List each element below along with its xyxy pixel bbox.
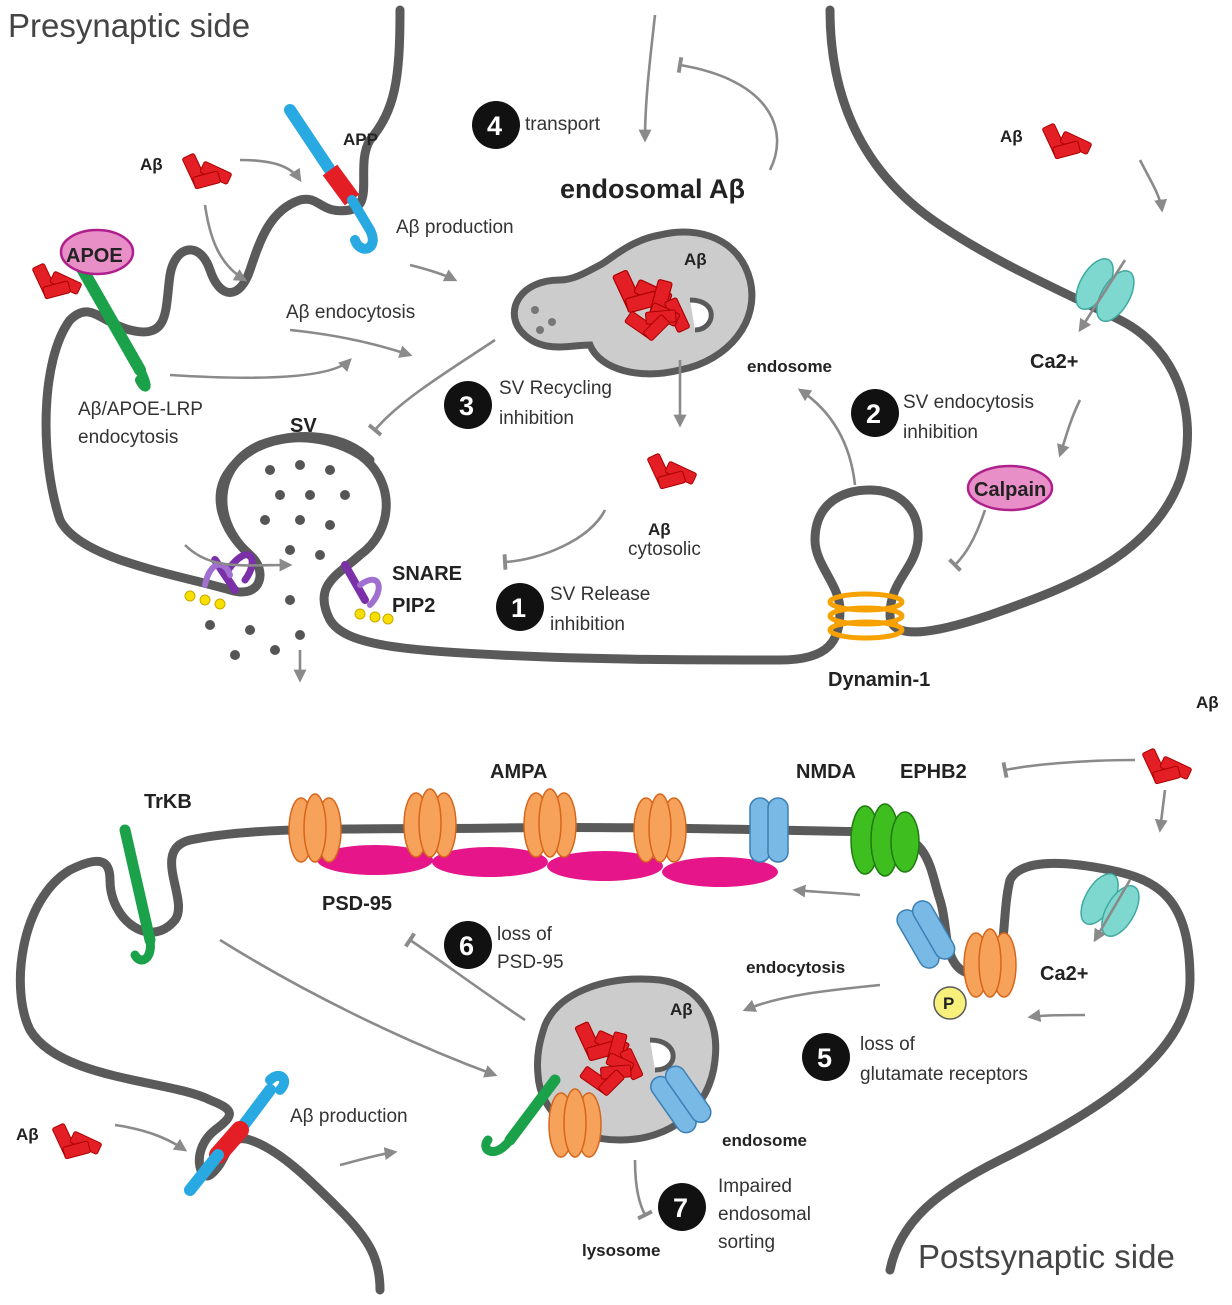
svg-text:inhibition: inhibition	[550, 614, 625, 635]
abeta-glyph-pre-left	[181, 152, 233, 190]
released-neurotransmitter	[205, 595, 305, 660]
endosome-vesicles	[531, 306, 556, 334]
apoe-lrp-label-2: endocytosis	[78, 427, 178, 448]
ampa-receptor-4	[633, 793, 687, 863]
svg-text:5: 5	[817, 1043, 832, 1073]
abeta-glyph-post-left	[51, 1122, 103, 1160]
step-4: 4 transport	[472, 101, 601, 149]
svg-text:6: 6	[459, 931, 474, 961]
step-5: 5 loss of glutamate receptors	[802, 1033, 1028, 1085]
abeta-label-cytosolic: Aβ	[648, 520, 671, 539]
pip2-left	[184, 590, 226, 610]
calpain-blob	[966, 464, 1054, 512]
svg-text:2: 2	[866, 399, 881, 429]
svg-text:PSD-95: PSD-95	[497, 952, 564, 973]
sv-label: SV	[290, 415, 317, 437]
svg-text:7: 7	[673, 1193, 688, 1223]
step-3: 3 SV Recycling inhibition	[444, 378, 612, 429]
svg-text:loss of: loss of	[497, 924, 553, 945]
ca2-post-label: Ca2+	[1040, 963, 1088, 985]
abeta-label-pre-left: Aβ	[140, 155, 163, 174]
svg-text:1: 1	[511, 593, 526, 623]
apoe-label: APOE	[66, 245, 123, 267]
nmda-label: NMDA	[796, 761, 856, 783]
svg-text:3: 3	[459, 391, 474, 421]
abeta-label-post-right: Aβ	[1196, 693, 1219, 712]
snare-complex-right	[341, 561, 382, 608]
nmda-receptor-1	[749, 797, 789, 863]
ampa-label: AMPA	[490, 761, 547, 783]
abeta-production-post-label: Aβ production	[290, 1106, 408, 1127]
synaptic-vesicle-outline	[218, 432, 375, 560]
svg-text:inhibition: inhibition	[903, 422, 978, 443]
abeta-label-endosome-pre: Aβ	[684, 250, 707, 269]
endosome-pre-label: endosome	[747, 357, 832, 376]
snare-complex-left	[202, 551, 256, 594]
phospho-label: P	[943, 994, 954, 1013]
endosomal-abeta-label: endosomal Aβ	[560, 174, 745, 204]
ampa-receptor-1	[288, 793, 342, 863]
svg-text:SV Recycling: SV Recycling	[499, 378, 612, 399]
phospho-circle	[933, 986, 967, 1020]
presynaptic-title: Presynaptic side	[8, 7, 250, 44]
step-7: 7 Impaired endosomal sorting	[658, 1176, 811, 1253]
ampa-receptor-endocytic	[963, 928, 1017, 998]
ephb2-receptor	[850, 803, 920, 877]
app-label: APP	[343, 130, 378, 149]
app-protein-pre	[284, 104, 378, 254]
svg-text:glutamate receptors: glutamate receptors	[860, 1064, 1028, 1085]
dynamin-1-coil	[827, 591, 905, 641]
app-protein-post	[184, 1070, 290, 1196]
dynamin-label: Dynamin-1	[828, 669, 930, 691]
lysosome-label: lysosome	[582, 1241, 660, 1260]
apoe-lrp-receptor	[59, 228, 151, 392]
abeta-glyph-top-right	[1041, 122, 1093, 160]
snare-label: SNARE	[392, 563, 462, 585]
ephb2-label: EPHB2	[900, 761, 967, 783]
svg-text:loss of: loss of	[860, 1034, 916, 1055]
trkb-label: TrKB	[144, 791, 192, 813]
step-6: 6 loss of PSD-95	[444, 921, 564, 973]
abeta-label-post-left: Aβ	[16, 1125, 39, 1144]
ampa-receptor-3	[523, 788, 577, 858]
pip2-right	[354, 608, 394, 625]
svg-text:sorting: sorting	[718, 1232, 775, 1253]
arrows	[114, 14, 1168, 1221]
svg-text:SV Release: SV Release	[550, 584, 650, 605]
abeta-label-top-right: Aβ	[1000, 127, 1023, 146]
trkb-receptor-endosome	[481, 1074, 561, 1156]
apoe-lrp-label-1: Aβ/APOE-LRP	[78, 399, 203, 420]
postsynaptic-title: Postsynaptic side	[918, 1238, 1175, 1275]
abeta-glyph-cytosolic	[646, 452, 698, 490]
pip2-label: PIP2	[392, 595, 435, 617]
psd-95-scaffold	[317, 845, 778, 887]
abeta-production-pre-label: Aβ production	[396, 217, 514, 238]
endosome-post-label: endosome	[722, 1131, 807, 1150]
svg-text:SV endocytosis: SV endocytosis	[903, 392, 1034, 413]
abeta-endocytosis-label: Aβ endocytosis	[286, 302, 415, 323]
svg-text:transport: transport	[525, 114, 601, 135]
svg-text:endosomal: endosomal	[718, 1204, 811, 1225]
ca2-pre-label: Ca2+	[1030, 351, 1078, 373]
svg-text:inhibition: inhibition	[499, 408, 574, 429]
step-1: 1 SV Release inhibition	[496, 583, 650, 635]
endocytosis-post-label: endocytosis	[746, 958, 845, 977]
svg-text:4: 4	[487, 111, 502, 141]
step-2: 2 SV endocytosis inhibition	[851, 389, 1034, 443]
synaptic-vesicle-contents	[260, 460, 350, 560]
trkb-receptor	[119, 824, 156, 965]
psd95-label: PSD-95	[322, 893, 392, 915]
svg-text:Impaired: Impaired	[718, 1176, 792, 1197]
abeta-label-endosome-post: Aβ	[670, 1000, 693, 1019]
ampa-receptor-endosome	[548, 1088, 602, 1158]
cytosolic-label: cytosolic	[628, 539, 701, 560]
abeta-glyph-post-right	[1141, 747, 1193, 785]
calpain-label: Calpain	[974, 479, 1046, 501]
ampa-receptor-2	[403, 788, 457, 858]
